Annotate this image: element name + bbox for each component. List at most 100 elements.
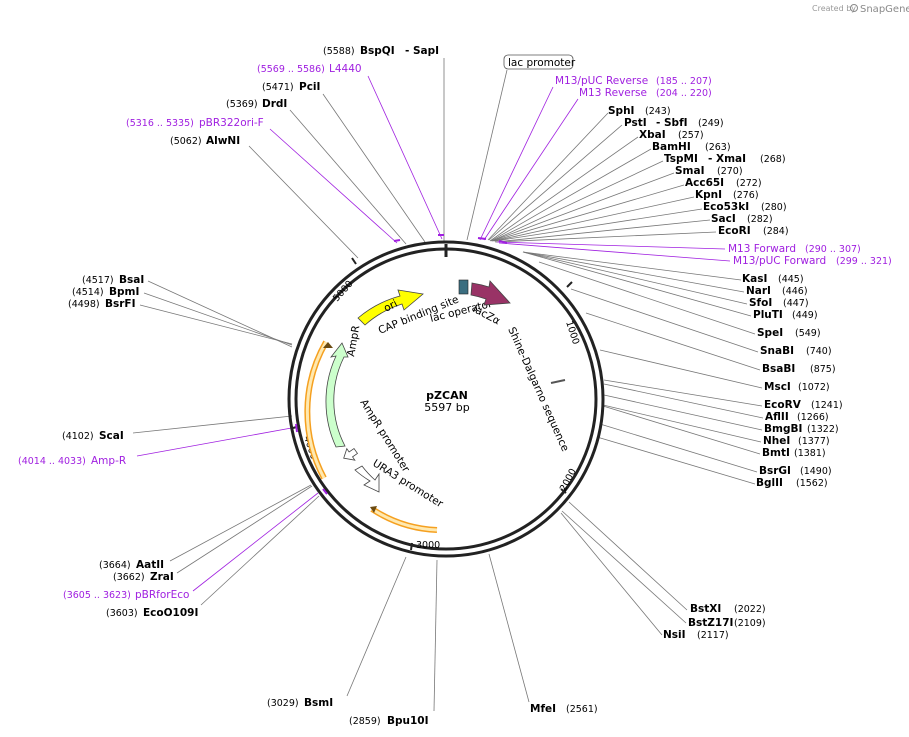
amp-r-site-mark [295, 423, 298, 433]
pbr322ori-f-position: (5316 .. 5335) [126, 118, 194, 129]
bglii-position: (1562) [796, 478, 828, 489]
lower-orange-band [370, 506, 438, 533]
leader-line-m13-rev [483, 98, 579, 241]
leader-line-psti [488, 124, 623, 241]
label-snabi: SnaBI (740) [760, 345, 832, 357]
label-ecoo109i: (3603) EcoO109I [106, 607, 198, 619]
mfei-position: (2561) [566, 704, 598, 715]
m13-rev-site-mark [477, 237, 487, 240]
ecoo109i-name: EcoO109I [143, 607, 198, 619]
ecori-name: EcoRI [718, 225, 751, 237]
leader-line-aatii [169, 484, 312, 562]
leader-line-bstz17i [561, 510, 687, 624]
leader-line-pcii [322, 93, 426, 243]
label-sphi: SphI (243) [608, 105, 671, 117]
ecori-position: (284) [763, 226, 789, 237]
bmgbi-name: BmgBI [764, 423, 802, 435]
leader-line-bsmi [346, 556, 407, 697]
lac-promoter-label: lac promoter [508, 57, 576, 69]
pbr322ori-site-mark [393, 239, 401, 242]
bsmi-name: BsmI [304, 697, 333, 709]
label-bmgbi: BmgBI (1322) [764, 423, 839, 435]
bstz17i-name: BstZ17I [688, 617, 733, 629]
bsai-name: BsaI [119, 274, 144, 286]
ampr-promoter-arrow [343, 447, 359, 461]
label-bsabi: BsaBI (875) [762, 363, 836, 375]
label-bglii: BglII (1562) [756, 477, 828, 489]
acc65i-name: Acc65I [685, 177, 724, 189]
label-kasi: KasI (445) [742, 273, 804, 285]
leader-line-pbr322ori [269, 128, 398, 244]
amp-r-name: Amp-R [91, 455, 126, 467]
alwni-position: (5062) [170, 136, 202, 147]
mfei-name: MfeI [530, 703, 556, 715]
label-nhei: NheI (1377) [763, 435, 830, 447]
label-m13puc-reverse: M13/pUC Reverse (185 .. 207) [555, 75, 712, 87]
bpmi-position: (4514) [72, 287, 104, 298]
leader-line-zrai [176, 485, 313, 574]
snabi-position: (740) [806, 346, 832, 357]
label-bsai: (4517) BsaI [82, 274, 144, 286]
shine-dalgarno-label: Shine-Dalgarno sequence [505, 325, 571, 453]
label-bamhi: BamHI (263) [652, 141, 731, 153]
label-m13-reverse: M13 Reverse (204 .. 220) [579, 87, 712, 99]
bpu10i-name: Bpu10I [387, 715, 429, 727]
label-aatii: (3664) AatII [99, 559, 164, 571]
scai-position: (4102) [62, 431, 94, 442]
smai-name: SmaI [675, 165, 705, 177]
label-m13puc-forward: M13/pUC Forward (299 .. 321) [733, 255, 892, 267]
site-labels: (5588) BspQI - SapI (5569 .. 5586) L4440… [18, 45, 892, 727]
leader-line-alwni [248, 145, 359, 259]
nsii-position: (2117) [697, 630, 729, 641]
label-acc65i: Acc65I (272) [685, 177, 762, 189]
bstz17i-position: (2109) [734, 618, 766, 629]
tick-5000-mark [351, 257, 357, 265]
saci-position: (282) [747, 214, 773, 225]
bsrfi-name: BsrFI [105, 298, 136, 310]
plasmid-backbone [287, 240, 605, 558]
bstxi-position: (2022) [734, 604, 766, 615]
tick-1000-label: 1000 [563, 320, 581, 346]
kpni-name: KpnI [695, 189, 722, 201]
snapgene-credit: Created by SnapGene [812, 4, 909, 15]
aflii-name: AflII [765, 411, 789, 423]
label-bspqi-sapi: (5588) BspQI - SapI [323, 45, 439, 57]
leader-line-m13-fwd [496, 241, 726, 250]
lower-orange-band-inner [371, 507, 438, 532]
smai-position: (270) [717, 166, 743, 177]
leader-line-ecorv [603, 379, 763, 407]
label-saci: SacI (282) [711, 213, 773, 225]
leader-line-nari [522, 251, 745, 293]
leader-line-bglii [596, 436, 756, 485]
zrai-position: (3662) [113, 572, 145, 583]
shine-dalgarno-mark [550, 379, 566, 384]
label-pbr322ori-f: (5316 .. 5335) pBR322ori-F [126, 117, 264, 129]
tick-1000-mark [566, 281, 573, 288]
credit-prefix: Created by [812, 4, 856, 13]
xmai-name: XmaI [716, 153, 746, 165]
label-m13-forward: M13 Forward (290 .. 307) [728, 243, 861, 255]
leader-line-nsii [560, 512, 663, 636]
leader-line-scai [132, 415, 293, 434]
tick-2000-mark [560, 488, 567, 494]
tick-3000-label: 3000 [416, 540, 440, 551]
lac-promoter-label-box [503, 54, 574, 70]
saci-name: SacI [711, 213, 736, 225]
label-psti-sbfi: PstI - SbfI (249) [624, 117, 724, 129]
leader-line-lac-promoter [466, 69, 508, 241]
bsmi-position: (3029) [267, 698, 299, 709]
leader-line-bamhi [490, 148, 652, 242]
sphi-position: (243) [645, 106, 671, 117]
tspmi-name: TspMI [664, 153, 698, 165]
l4440-position: (5569 .. 5586) [257, 64, 325, 75]
psti-position: (249) [698, 118, 724, 129]
aatii-name: AatII [136, 559, 164, 571]
bspqi-separator: - [405, 45, 409, 57]
sfoi-name: SfoI [749, 297, 772, 309]
sfoi-position: (447) [783, 298, 809, 309]
label-aflii: AflII (1266) [765, 411, 829, 423]
leader-line-bpu10i [433, 559, 438, 712]
plasmid-center-info: pZCAN 5597 bp [424, 389, 469, 414]
label-bpu10i: (2859) Bpu10I [349, 715, 429, 727]
